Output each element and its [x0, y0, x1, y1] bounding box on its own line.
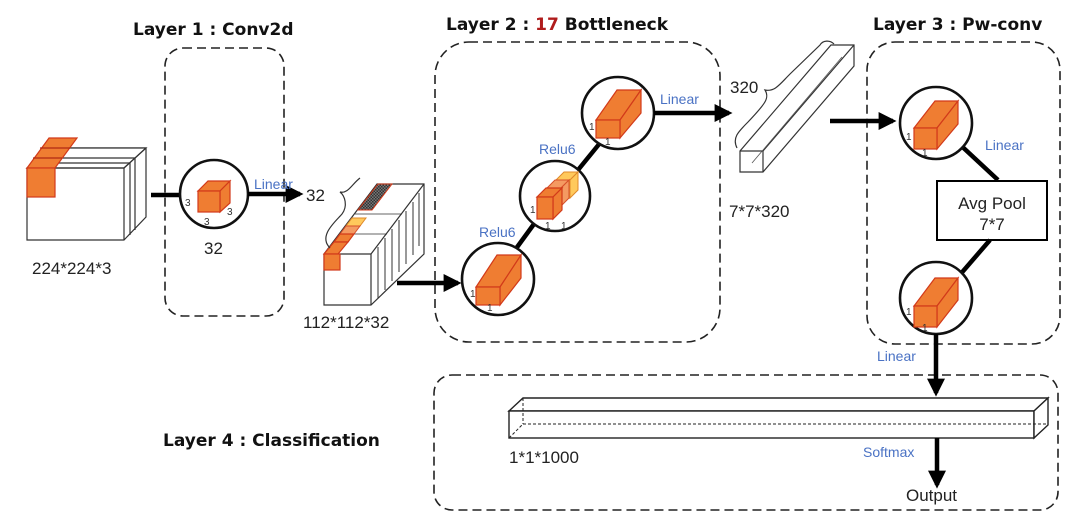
- avg-pool-box: [936, 180, 1048, 241]
- feature2-dims-label: 7*7*320: [729, 202, 790, 221]
- activation-label-linear-3: Linear: [985, 137, 1024, 153]
- layer2-title: Layer 2 : 17 Bottleneck: [446, 15, 669, 35]
- output-label: Output: [906, 486, 957, 505]
- avg-pool-size-label: 7*7: [979, 215, 1005, 234]
- feature1-dims-label: 112*112*32: [303, 313, 389, 332]
- kernel-dim-1: 1: [922, 323, 928, 334]
- kernel-dim-height: 3: [185, 198, 191, 209]
- input-volume: [25, 137, 148, 241]
- activation-label-linear-1: Linear: [254, 176, 293, 192]
- kernel-dim-1: 1: [922, 148, 928, 159]
- depthwise-kernels-icon: [535, 170, 580, 221]
- kernel-dim-depth: 3: [227, 207, 233, 218]
- connector-line: [576, 141, 602, 172]
- layer1-title: Layer 1 : Conv2d: [133, 20, 294, 40]
- layer4-box: [433, 374, 1059, 511]
- connector-line: [956, 238, 992, 279]
- kernel-dim-1: 1: [545, 221, 551, 232]
- kernel-count-label: 32: [204, 239, 223, 258]
- avg-pool-label: Avg Pool: [958, 194, 1026, 213]
- expansion-kernel-icon: [474, 252, 523, 307]
- activation-label-relu6-2: Relu6: [539, 141, 576, 157]
- activation-label-linear-2: Linear: [660, 91, 699, 107]
- projection-kernel-icon: [594, 88, 643, 140]
- pwconv-kernel-icon: [912, 99, 960, 151]
- pwconv-output-kernel-icon: [912, 276, 960, 329]
- kernel-dim-1: 1: [906, 307, 912, 318]
- input-dims-label: 224*224*3: [32, 259, 111, 278]
- kernel-dim-1: 1: [605, 137, 611, 148]
- feature-map-7x7x320: [734, 40, 855, 173]
- kernel-dim-width: 3: [204, 217, 210, 228]
- layer4-title: Layer 4 : Classification: [163, 431, 380, 451]
- layer1-box: [164, 47, 285, 317]
- activation-label-linear-4: Linear: [877, 348, 916, 364]
- kernel-dim-1: 1: [561, 221, 567, 232]
- activation-label-relu6-1: Relu6: [479, 224, 516, 240]
- layer2-box: [434, 41, 721, 343]
- input-patch-highlight: [26, 167, 56, 198]
- kernel-dim-1: 1: [487, 303, 493, 314]
- layer3-title: Layer 3 : Pw-conv: [873, 15, 1042, 35]
- feature-map-112: [322, 177, 425, 306]
- layer3-box: [866, 41, 1061, 345]
- channels-label-32: 32: [306, 186, 325, 205]
- output-vector-bar: [507, 396, 1050, 440]
- output-vector-dims-label: 1*1*1000: [509, 448, 579, 467]
- feature-patch-highlight: [323, 253, 341, 271]
- conv-kernel-cube-icon: [196, 179, 232, 214]
- channel-brace: [734, 40, 835, 149]
- channels-label-320: 320: [730, 78, 758, 97]
- kernel-dim-1: 1: [470, 289, 476, 300]
- kernel-dim-1: 1: [589, 122, 595, 133]
- kernel-dim-1: 1: [530, 205, 536, 216]
- activation-label-softmax: Softmax: [863, 444, 914, 460]
- bottleneck-count: 17: [535, 15, 559, 35]
- hatched-channels: [356, 183, 394, 211]
- channel-brace: [325, 177, 361, 249]
- kernel-dim-1: 1: [906, 132, 912, 143]
